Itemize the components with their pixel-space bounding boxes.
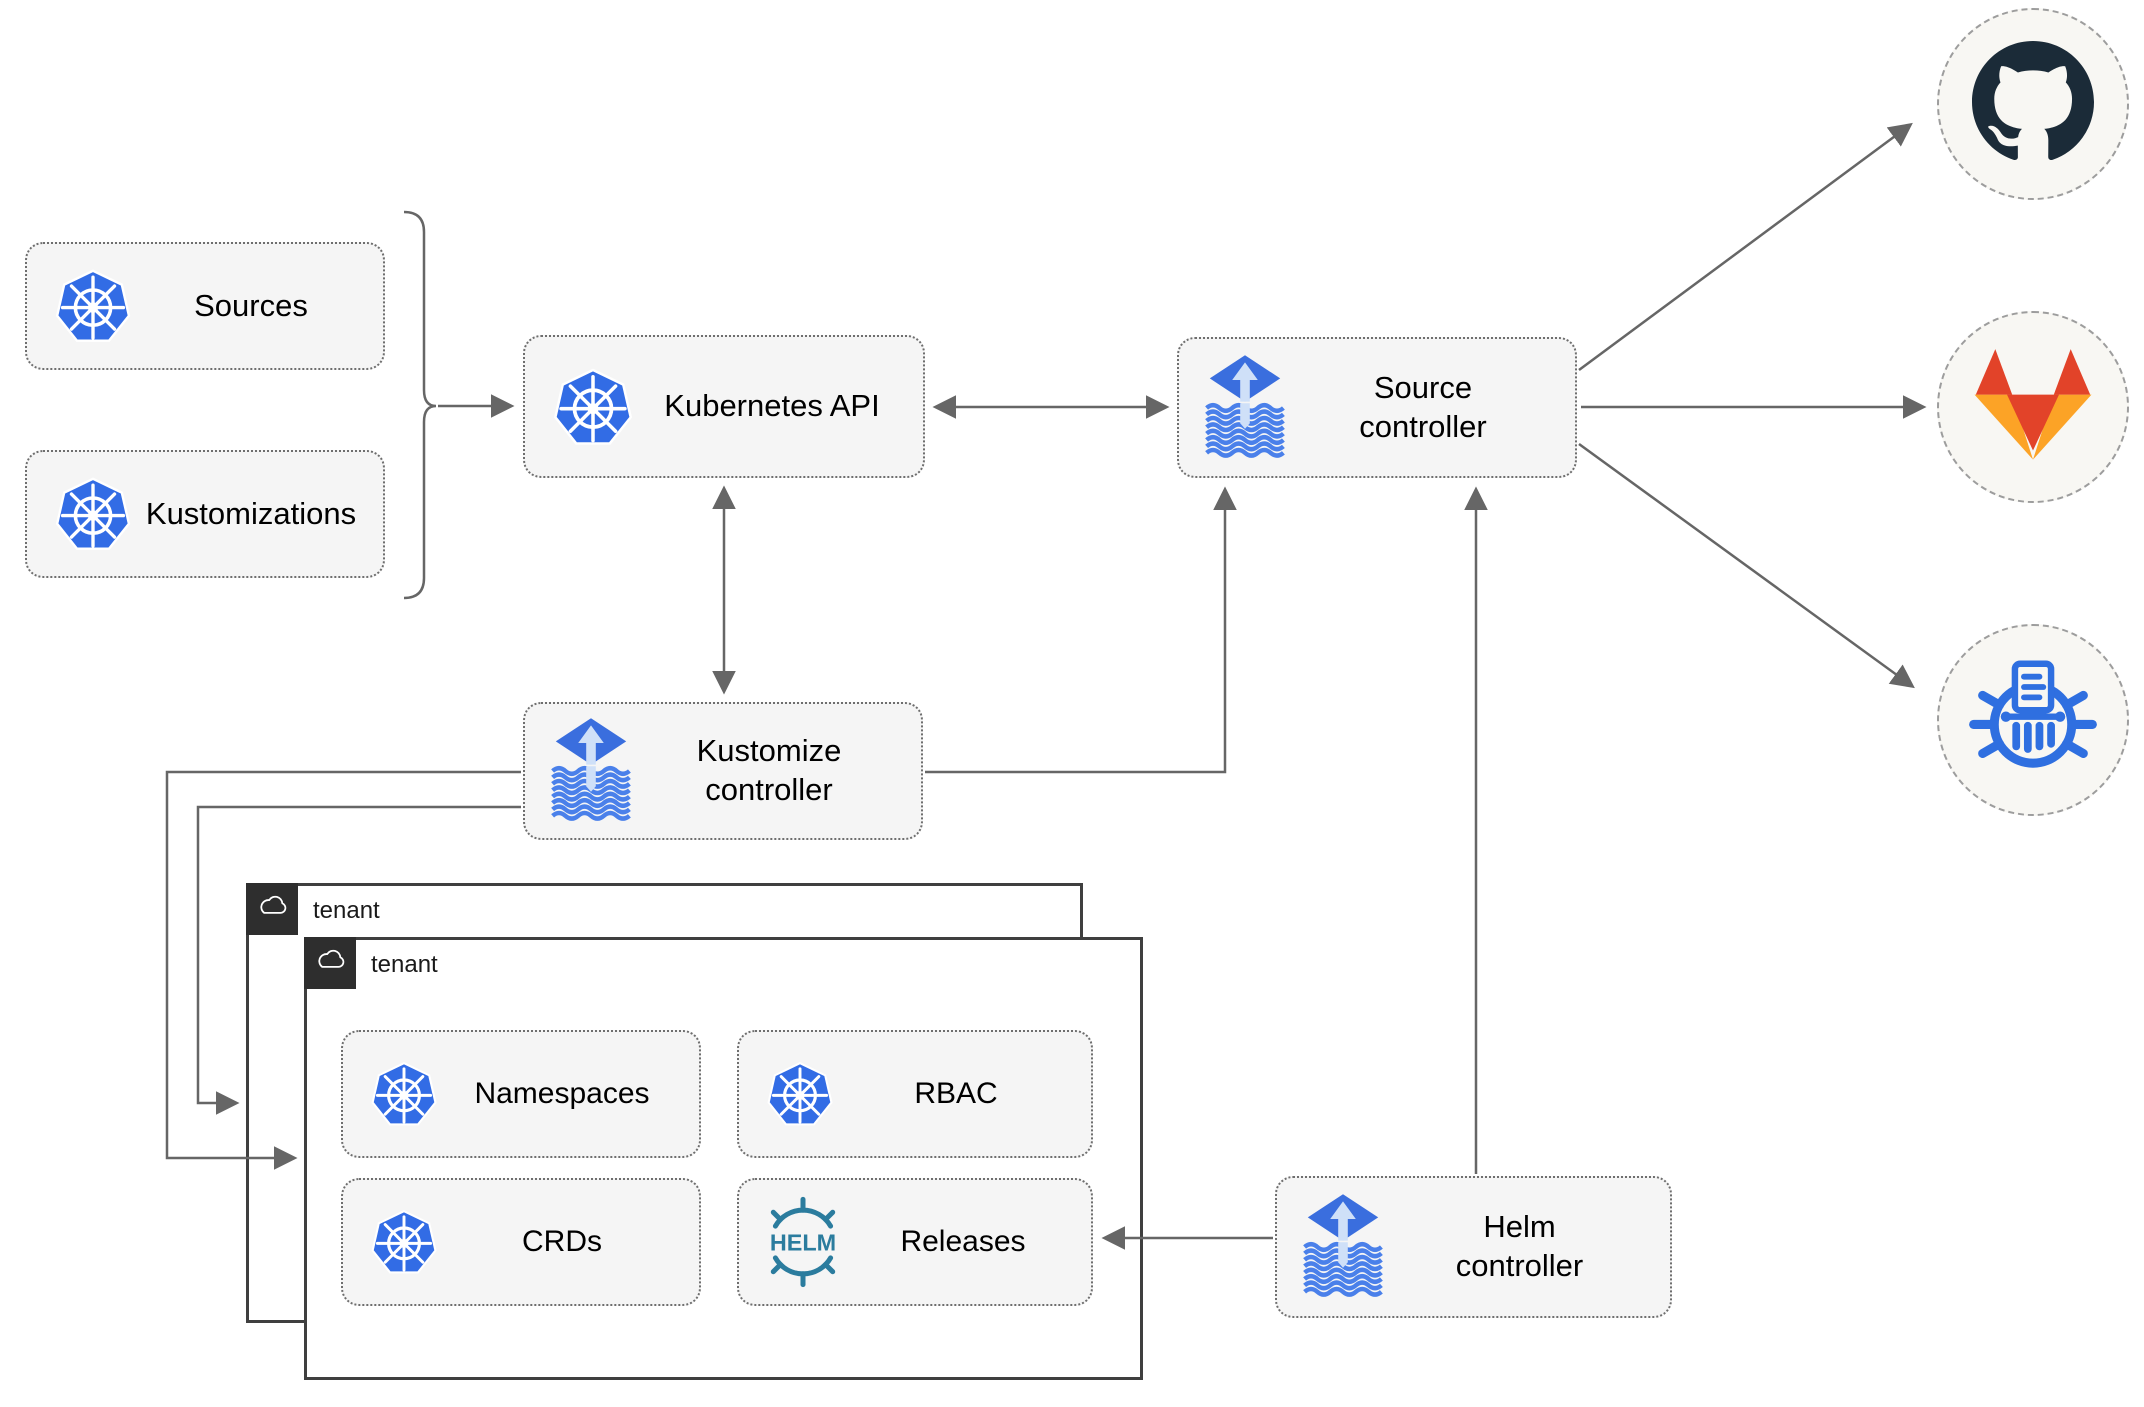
edge-source-to-chartmuseum <box>1578 442 1915 689</box>
kubernetes-icon <box>369 1207 439 1277</box>
github-icon <box>1972 41 2094 168</box>
node-source-controller: Source controller <box>1177 337 1577 478</box>
kubernetes-icon <box>53 474 133 554</box>
node-kubernetes-api: Kubernetes API <box>523 335 925 478</box>
node-label: Releases <box>900 1225 1026 1259</box>
node-sources: Sources <box>25 242 385 370</box>
external-chartmuseum <box>1937 624 2129 816</box>
node-kustomize-controller: Kustomize controller <box>523 702 923 840</box>
node-namespaces: Namespaces <box>341 1030 701 1158</box>
node-rbac: RBAC <box>737 1030 1093 1158</box>
external-gitlab <box>1937 311 2129 503</box>
node-label: Sources <box>194 287 308 323</box>
node-label: Kustomizations <box>145 495 357 531</box>
tenant-container-front: tenant <box>304 937 1143 1380</box>
node-label: Namespaces <box>474 1077 650 1111</box>
flux-icon <box>551 718 631 824</box>
gitlab-icon <box>1968 345 2098 470</box>
node-label: Helm controller <box>1455 1209 1584 1283</box>
kubernetes-icon <box>369 1059 439 1129</box>
tenant-tab <box>246 883 298 935</box>
kubernetes-icon <box>551 365 635 449</box>
tenant-label: tenant <box>371 951 438 978</box>
tenant-tab <box>304 937 356 989</box>
helm-icon: HELM <box>757 1196 849 1288</box>
flux-icon <box>1303 1194 1383 1300</box>
node-kustomizations: Kustomizations <box>25 450 385 578</box>
node-label: Kubernetes API <box>664 388 880 424</box>
brace-sources-group <box>403 210 437 600</box>
edge-kustomize-to-source <box>925 486 1237 774</box>
tenant-label: tenant <box>313 897 380 924</box>
cloud-icon <box>254 893 290 925</box>
node-releases: HELM Releases <box>737 1178 1093 1306</box>
kubernetes-icon <box>53 266 133 346</box>
cloud-icon <box>312 947 348 979</box>
node-label: Kustomize controller <box>696 733 842 807</box>
node-helm-controller: Helm controller <box>1275 1176 1672 1318</box>
chartmuseum-icon <box>1962 647 2104 794</box>
kubernetes-icon <box>765 1059 835 1129</box>
node-label: Source controller <box>1359 369 1487 444</box>
edge-source-to-github <box>1578 122 1913 372</box>
external-github <box>1937 8 2129 200</box>
node-label: CRDs <box>522 1225 602 1259</box>
helm-logo-text: HELM <box>770 1229 836 1255</box>
node-label: RBAC <box>914 1077 998 1111</box>
flux-icon <box>1205 355 1285 461</box>
node-crds: CRDs <box>341 1178 701 1306</box>
